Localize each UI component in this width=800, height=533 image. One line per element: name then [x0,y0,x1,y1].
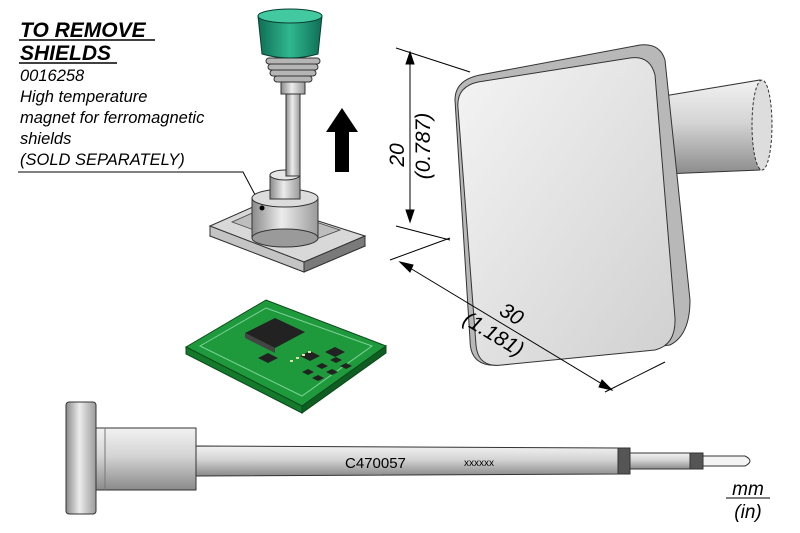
dimension-lines [389,47,666,393]
arrow-up-icon [326,108,358,172]
height-mm-label: 20 [386,143,409,168]
units-in-label: (in) [734,502,761,523]
cartridge-side-view [65,401,751,515]
magnet-tool-illustration [208,8,367,273]
note-title-line1: TO REMOVE [20,19,147,42]
note-part-number: 0016258 [20,67,85,85]
cartridge-serial-label: xxxxxx [464,458,494,469]
cartridge-model-label: C470057 [345,455,406,472]
height-in-label: (0.787) [412,113,435,180]
leader-line [18,171,263,209]
units-mm-label: mm [732,479,764,500]
magnet-note: TO REMOVE SHIELDS 0016258 High temperatu… [18,19,263,209]
note-desc-line1: High temperature [20,88,147,106]
note-desc-line2: magnet for ferromagnetic [20,109,205,127]
note-title-line2: SHIELDS [20,42,111,65]
note-desc-line3: shields [20,130,71,148]
cartridge-end-view [454,44,773,366]
pcb-illustration [184,299,388,414]
note-desc-line4: (SOLD SEPARATELY) [20,151,185,169]
